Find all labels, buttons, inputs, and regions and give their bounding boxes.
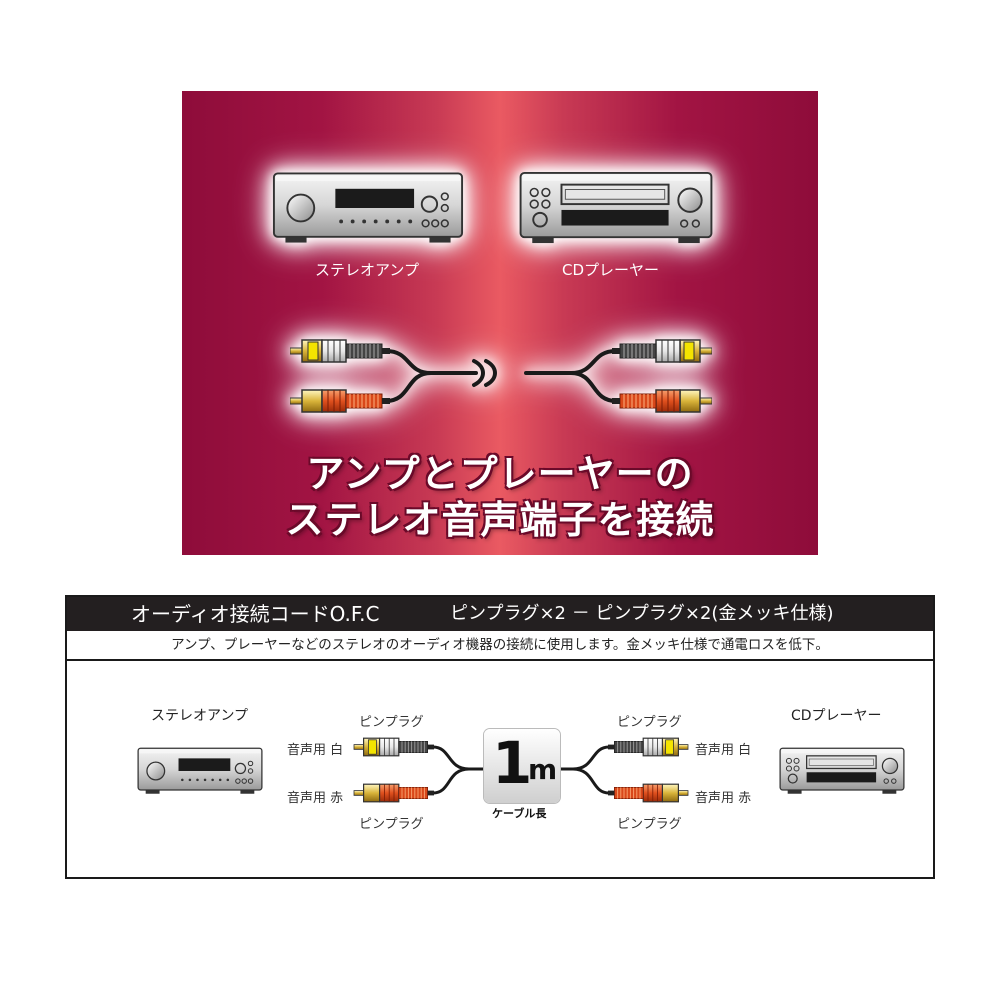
white-audio-label-left: 音声用 白 — [287, 743, 344, 758]
product-name: オーディオ接続コードO.F.C — [131, 602, 380, 626]
pin-plug-label-bottom-right: ピンプラグ — [617, 817, 682, 832]
banner-cd-label: CDプレーヤー — [562, 261, 660, 279]
headline-line-2: ステレオ音声端子を接続 — [285, 498, 715, 542]
product-title-bar: オーディオ接続コードO.F.C ピンプラグ×2 － ピンプラグ×2(金メッキ仕様… — [67, 597, 933, 631]
pin-plug-label-top-left: ピンプラグ — [359, 715, 424, 730]
stereo-amplifier-image — [272, 171, 464, 245]
pin-plug-label-top-right: ピンプラグ — [617, 715, 682, 730]
cable-diagram — [353, 737, 689, 803]
pin-plug-label-bottom-left: ピンプラグ — [359, 817, 424, 832]
diagram-amp-label: ステレオアンプ — [151, 708, 249, 724]
diagram-cd-label: CDプレーヤー — [791, 708, 882, 724]
rca-cable-image — [290, 339, 712, 413]
red-audio-label-left: 音声用 赤 — [287, 791, 344, 806]
white-audio-label-right: 音声用 白 — [695, 743, 752, 758]
spec-panel: オーディオ接続コードO.F.C ピンプラグ×2 － ピンプラグ×2(金メッキ仕様… — [65, 595, 935, 879]
banner-amp-label: ステレオアンプ — [315, 261, 419, 279]
cd-player-image — [518, 171, 714, 245]
product-description: アンプ、プレーヤーなどのステレオのオーディオ機器の接続に使用します。金メッキ仕様… — [67, 631, 933, 661]
red-audio-label-right: 音声用 赤 — [695, 791, 752, 806]
cable-length-caption: ケーブル長 — [492, 807, 547, 820]
hero-banner: ステレオアンプ CDプレーヤー アンプとプレーヤーの ステレオ音声端子を接続 — [182, 91, 818, 555]
cable-length-unit: m — [528, 753, 558, 786]
diagram-amplifier-image — [125, 747, 275, 795]
product-spec: ピンプラグ×2 － ピンプラグ×2(金メッキ仕様) — [450, 603, 834, 624]
cable-length-badge: 1 m — [484, 729, 560, 803]
cable-length-number: 1 — [492, 729, 533, 797]
diagram-cd-player-image — [767, 747, 917, 795]
headline-line-1: アンプとプレーヤーの — [306, 452, 694, 496]
